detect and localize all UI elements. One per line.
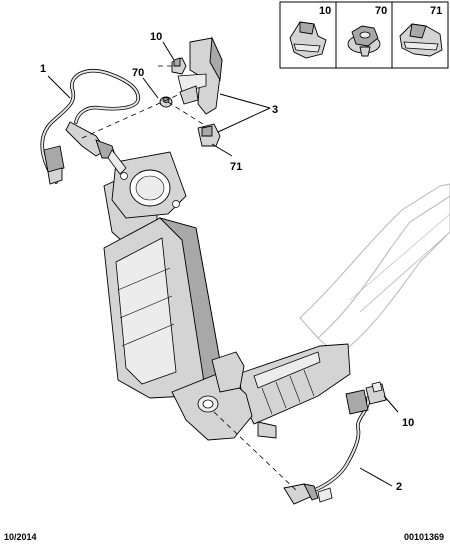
downstream-oxygen-sensor bbox=[283, 381, 387, 505]
flange-nut-part bbox=[159, 96, 173, 108]
legend-ref-70: 70 bbox=[375, 5, 387, 17]
clip-part bbox=[171, 57, 187, 75]
assembly-lines bbox=[81, 65, 299, 493]
clip-icon bbox=[289, 21, 327, 59]
callout-clip-top: 10 bbox=[150, 31, 162, 43]
manifold-flange bbox=[111, 151, 187, 219]
clamp-bracket-icon bbox=[399, 23, 443, 57]
upstream-oxygen-sensor bbox=[40, 69, 140, 185]
legend-ref-71: 71 bbox=[430, 5, 442, 17]
clamp-bracket-part bbox=[197, 123, 221, 147]
callout-nut: 70 bbox=[132, 67, 144, 79]
callout-upstream-sensor: 1 bbox=[40, 63, 46, 75]
exhaust-pipe-outline bbox=[299, 183, 450, 357]
leader-lines bbox=[47, 41, 399, 487]
callout-clamp: 71 bbox=[230, 161, 242, 173]
legend-ref-10: 10 bbox=[319, 5, 331, 17]
flange-nut-icon bbox=[347, 25, 381, 57]
footer-date: 10/2014 bbox=[4, 532, 37, 542]
intermediate-pipe bbox=[237, 343, 351, 425]
callout-downstream-sensor: 2 bbox=[396, 481, 402, 493]
parts-legend: 10 70 71 bbox=[279, 1, 449, 69]
callout-bracket-set: 3 bbox=[272, 104, 278, 116]
heat-shield-bracket bbox=[177, 36, 223, 115]
callout-clip-bottom: 10 bbox=[402, 417, 414, 429]
catalytic-converter bbox=[103, 169, 277, 441]
footer-reference: 00101369 bbox=[404, 532, 444, 542]
